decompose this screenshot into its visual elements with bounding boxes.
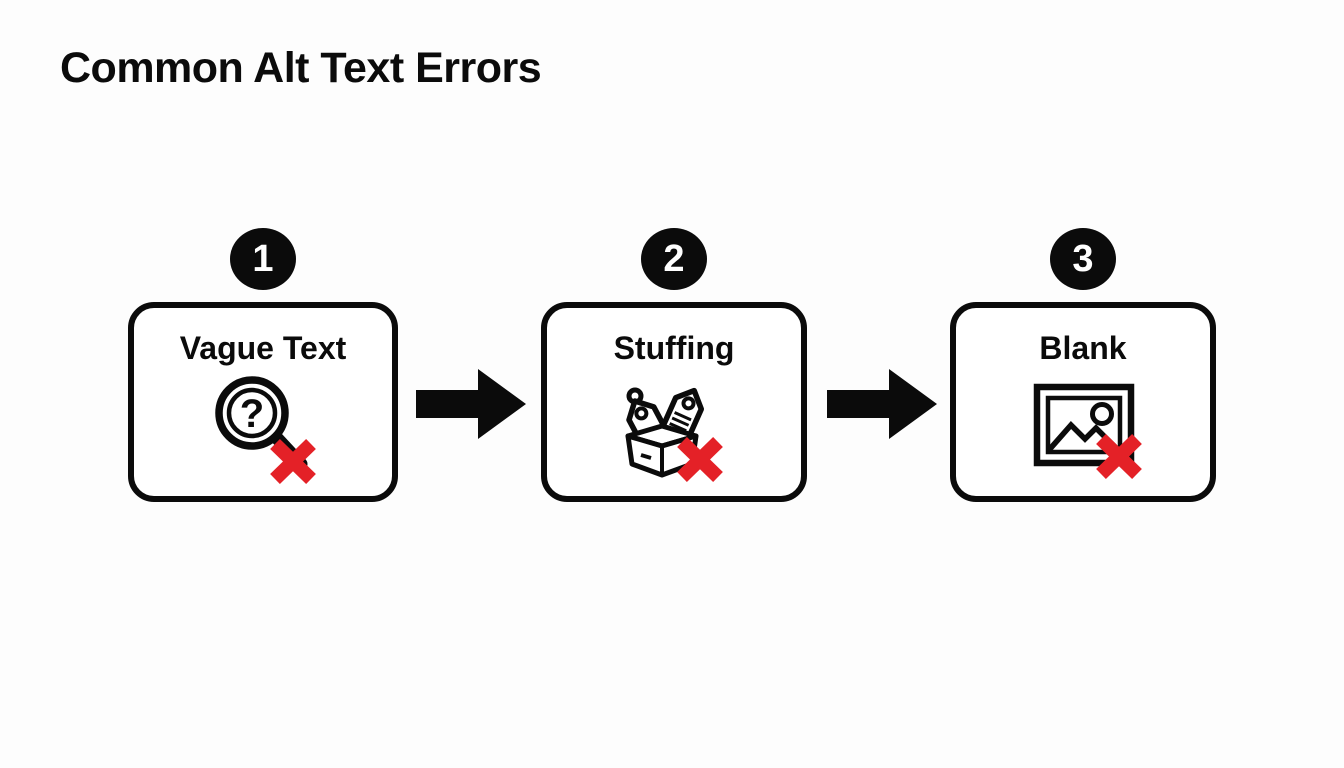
magnifier-question-icon: ?: [203, 372, 323, 485]
arrow-right-icon: [416, 369, 526, 439]
arrow-right-icon: [827, 369, 937, 439]
red-x-icon: [677, 436, 723, 483]
step-box-blank: Blank: [950, 302, 1216, 502]
question-mark-glyph: ?: [240, 392, 264, 436]
tags-in-box-icon: [614, 372, 734, 484]
red-x-icon: [270, 438, 316, 485]
image-placeholder-icon: [1023, 372, 1143, 484]
step-label: Vague Text: [179, 330, 347, 366]
red-x-icon: [1096, 433, 1142, 480]
step-label: Blank: [1039, 330, 1127, 366]
page-title: Common Alt Text Errors: [60, 44, 542, 92]
magnifier-question-icon: ?: [215, 376, 316, 485]
step-number: 1: [252, 237, 274, 280]
step-number: 2: [663, 237, 685, 280]
tags-in-box-icon: [625, 387, 723, 483]
step-number-badge: 2: [641, 228, 707, 290]
step-box-stuffing: Stuffing: [541, 302, 807, 502]
step-box-vague-text: Vague Text ?: [128, 302, 398, 502]
step-number-badge: 3: [1050, 228, 1116, 290]
step-number: 3: [1072, 237, 1094, 280]
image-placeholder-icon: [1033, 383, 1142, 480]
step-number-badge: 1: [230, 228, 296, 290]
step-label: Stuffing: [613, 330, 735, 366]
